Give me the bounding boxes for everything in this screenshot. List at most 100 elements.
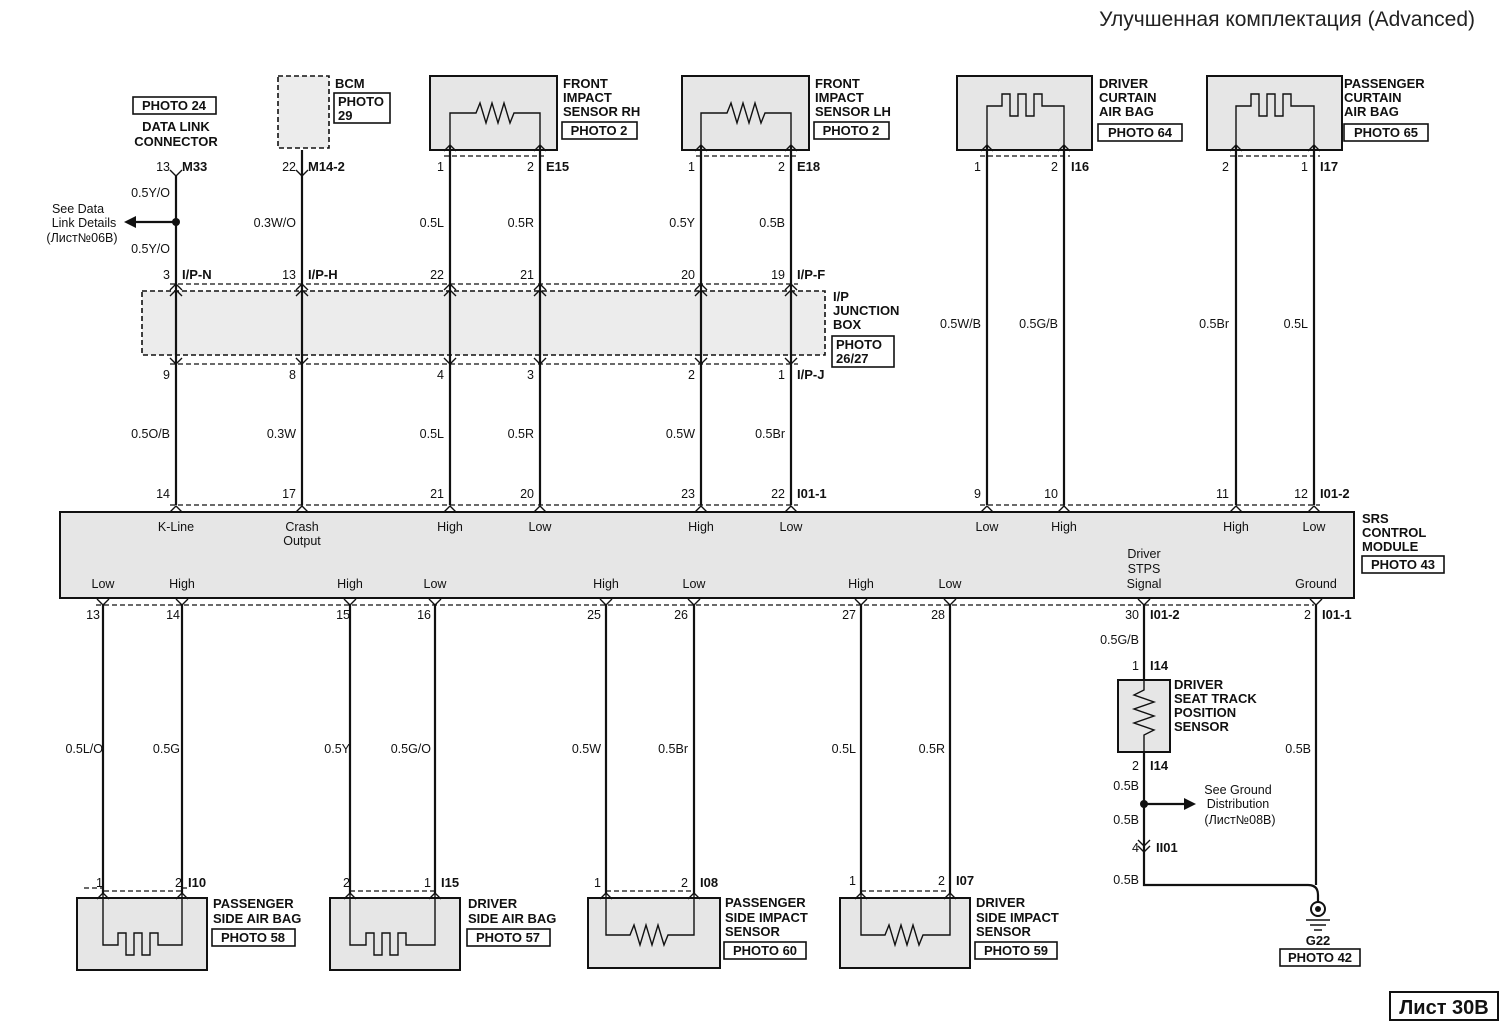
srs-label-signal: Signal <box>1127 577 1162 591</box>
jb-bot-pin-1: 9 <box>163 368 170 382</box>
srs-top-pin-3: 21 <box>430 487 444 501</box>
srs-label-t3: High <box>437 520 463 534</box>
fis-lh-photo: PHOTO 2 <box>823 123 880 138</box>
srs-bot-pin-9: 30 <box>1125 608 1139 622</box>
psab-pin2: 2 <box>175 876 182 890</box>
srs-label-kline: K-Line <box>158 520 194 534</box>
srs-module-box <box>59 511 1355 599</box>
fis-lh-resistor <box>700 100 792 145</box>
bcm-pin: 22 <box>282 160 296 174</box>
fis-rh-pin1: 1 <box>437 160 444 174</box>
wire-ps2: 0.5G <box>153 742 180 756</box>
jb-top-conn-1: I/P-N <box>182 267 212 282</box>
jb-top-pin-1: 3 <box>163 268 170 282</box>
dcab-photo: PHOTO 64 <box>1108 125 1173 140</box>
srs-top-conn-a: I01-1 <box>797 486 827 501</box>
bcm-photo-1: PHOTO <box>338 94 384 109</box>
sheet-label-box <box>1389 991 1499 1021</box>
dsab-photo-box <box>466 928 551 947</box>
srs-label-t4: Low <box>529 520 553 534</box>
jb-top-conn-2: I/P-H <box>308 267 338 282</box>
bcm-photo-box <box>333 92 391 124</box>
psis-name-1: PASSENGER <box>725 895 806 910</box>
bcm-conn: M14-2 <box>308 159 345 174</box>
wire-rh1: 0.5L <box>420 216 444 230</box>
jb-bot-pin-5: 2 <box>688 368 695 382</box>
gnd-ref-2: Distribution <box>1207 797 1270 811</box>
ground-eyelet-center <box>1315 906 1321 912</box>
dsis-name-2: SIDE IMPACT <box>976 910 1059 925</box>
wire-di2: 0.5R <box>919 742 945 756</box>
ipjb-internal-wires <box>169 289 798 365</box>
dcab-box <box>956 75 1093 151</box>
jb-top-conn-3: I/P-F <box>797 267 825 282</box>
dcab-name-2: CURTAIN <box>1099 90 1157 105</box>
wire-dc2: 0.5G/B <box>1019 317 1058 331</box>
psis-name-2: SIDE IMPACT <box>725 910 808 925</box>
fis-rh-photo: PHOTO 2 <box>571 123 628 138</box>
srs-top-pin-1: 14 <box>156 487 170 501</box>
srs-label-t7: Low <box>976 520 1000 534</box>
dlc-photo-box <box>132 96 217 115</box>
srs-name-2: CONTROL <box>1362 525 1426 540</box>
srs-label-b5: High <box>593 577 619 591</box>
srs-bot-conn-d: I01-1 <box>1322 607 1352 622</box>
dsab-conn: I15 <box>441 875 459 890</box>
srs-bot-pin-5: 25 <box>587 608 601 622</box>
dcab-name-3: AIR BAG <box>1099 104 1154 119</box>
srs-top-pin-6: 22 <box>771 487 785 501</box>
jb-top-pin-3: 22 <box>430 268 444 282</box>
jb-bot-pin-4: 3 <box>527 368 534 382</box>
fis-rh-photo-box <box>561 121 638 140</box>
srs-label-t9: High <box>1223 520 1249 534</box>
srs-label-b3: High <box>337 577 363 591</box>
pcab-photo-box <box>1343 123 1429 142</box>
srs-bot-pin-4: 16 <box>417 608 431 622</box>
dsis-resistor <box>860 893 951 948</box>
mid-wires <box>174 364 793 505</box>
srs-label-b2: High <box>169 577 195 591</box>
dsis-pin1: 1 <box>849 874 856 888</box>
pcab-name-2: CURTAIN <box>1344 90 1402 105</box>
dlc-name-1: DATA LINK <box>142 119 210 134</box>
dcab-pin2: 2 <box>1051 160 1058 174</box>
wire-ps1: 0.5L/O <box>65 742 103 756</box>
wire-st4: 0.5B <box>1113 873 1139 887</box>
bcm-photo-2: 29 <box>338 108 352 123</box>
srs-label-t5: High <box>688 520 714 534</box>
srs-label-b1: Low <box>92 577 116 591</box>
jb-bot-pin-2: 8 <box>289 368 296 382</box>
wire-dc1: 0.5W/B <box>940 317 981 331</box>
jb-top-pin-2: 13 <box>282 268 296 282</box>
srs-top-pin-10: 12 <box>1294 487 1308 501</box>
fis-lh-photo-box <box>813 121 890 140</box>
psab-name-2: SIDE AIR BAG <box>213 911 301 926</box>
dsis-photo: PHOTO 59 <box>984 943 1048 958</box>
dsab-photo: PHOTO 57 <box>476 930 540 945</box>
fis-lh-conn: E18 <box>797 159 820 174</box>
fis-rh-name-3: SENSOR RH <box>563 104 640 119</box>
gnd-ref-1: See Ground <box>1204 783 1271 797</box>
srs-label-t6: Low <box>780 520 804 534</box>
ipjb-photo-1: PHOTO <box>836 337 882 352</box>
wire-jb2: 0.5W <box>666 427 695 441</box>
srs-bot-conn-c: I01-2 <box>1150 607 1180 622</box>
top-component-terminals <box>169 144 1321 291</box>
ground-symbol-icon <box>1306 919 1330 931</box>
wire-dlc-b: 0.5Y/O <box>131 242 170 256</box>
sheet-label: Лист 30В <box>1399 997 1489 1019</box>
psis-name-3: SENSOR <box>725 924 781 939</box>
psab-name-1: PASSENGER <box>213 896 294 911</box>
dcab-name-1: DRIVER <box>1099 76 1149 91</box>
pcab-squib <box>1235 93 1315 145</box>
dsab-squib <box>349 893 436 956</box>
st-pin2: 2 <box>1132 759 1139 773</box>
srs-label-crash: Crash <box>285 520 318 534</box>
dsab-name-2: SIDE AIR BAG <box>468 911 556 926</box>
gnd-conn-pin: 4 <box>1132 841 1139 855</box>
wire-rh2: 0.5R <box>508 216 534 230</box>
ipjb-photo-box <box>831 335 895 368</box>
psis-pin2: 2 <box>681 876 688 890</box>
srs-bot-pin-2: 14 <box>166 608 180 622</box>
srs-label-output: Output <box>283 534 321 548</box>
